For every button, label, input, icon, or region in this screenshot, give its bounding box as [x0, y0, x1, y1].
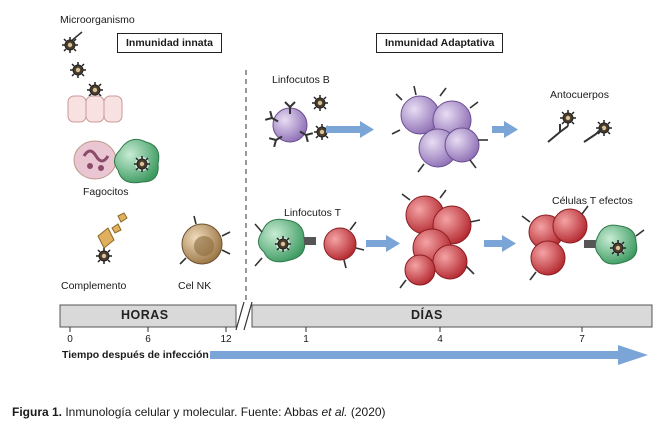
caption-prefix: Figura 1. — [12, 405, 63, 419]
axis-title-time: Tiempo después de infección — [62, 349, 209, 361]
label-effector-t-cells: Células T efectos — [552, 195, 633, 207]
phagocyte-neutrophil — [73, 140, 117, 180]
t-receptor-synapse — [304, 237, 316, 245]
effector-t-cells — [521, 205, 645, 281]
tick-label: 4 — [437, 334, 443, 345]
b-cell-clones — [391, 85, 488, 173]
caption-text: Inmunología celular y molecular. Fuente:… — [62, 405, 322, 419]
t-lymphocyte-naive — [323, 221, 365, 269]
t-cell-arrow-2 — [484, 235, 516, 252]
antibodies-illustration — [547, 109, 613, 143]
box-adaptive-immunity: Inmunidad Adaptativa — [376, 33, 504, 53]
label-antibodies: Antocuerpos — [550, 89, 609, 101]
b-cell-arrow-2 — [492, 121, 518, 138]
tick-label: 0 — [67, 334, 73, 345]
label-b-lymphocytes: Linfocutos B — [272, 74, 330, 86]
t-cell-clones — [399, 189, 481, 289]
time-axis-arrow — [210, 345, 648, 365]
tick-label: 7 — [579, 334, 585, 345]
label-t-lymphocytes: Linfocutos T — [284, 207, 342, 219]
tick-label: 12 — [220, 334, 232, 345]
nk-cell-illustration — [179, 215, 231, 265]
label-complement: Complemento — [61, 280, 127, 292]
figure-caption: Figura 1. Inmunología celular y molecula… — [12, 405, 386, 419]
bar-label-days: DÍAS — [411, 308, 443, 322]
complement-illustration — [95, 212, 128, 265]
phagocyte-macrophage — [114, 138, 160, 184]
bar-label-hours: HORAS — [121, 308, 169, 322]
label-phagocytes: Fagocitos — [83, 186, 129, 198]
epithelium-illustration — [67, 95, 123, 123]
b-lymphocyte-naive — [264, 94, 331, 148]
b-cell-arrow-1 — [326, 121, 374, 138]
tick-label: 6 — [145, 334, 151, 345]
label-nk-cell: Cel NK — [178, 280, 212, 292]
microorganism-illustration — [61, 31, 104, 99]
caption-italic: et al. — [321, 405, 348, 419]
caption-suffix: (2020) — [347, 405, 386, 419]
timeline-bar — [59, 301, 653, 332]
tick-label: 1 — [303, 334, 309, 345]
box-innate-immunity: Inmunidad innata — [117, 33, 222, 53]
t-cell-arrow-1 — [366, 235, 400, 252]
label-microorganism: Microorganismo — [60, 14, 135, 26]
antigen-presenting-cell — [254, 218, 306, 267]
